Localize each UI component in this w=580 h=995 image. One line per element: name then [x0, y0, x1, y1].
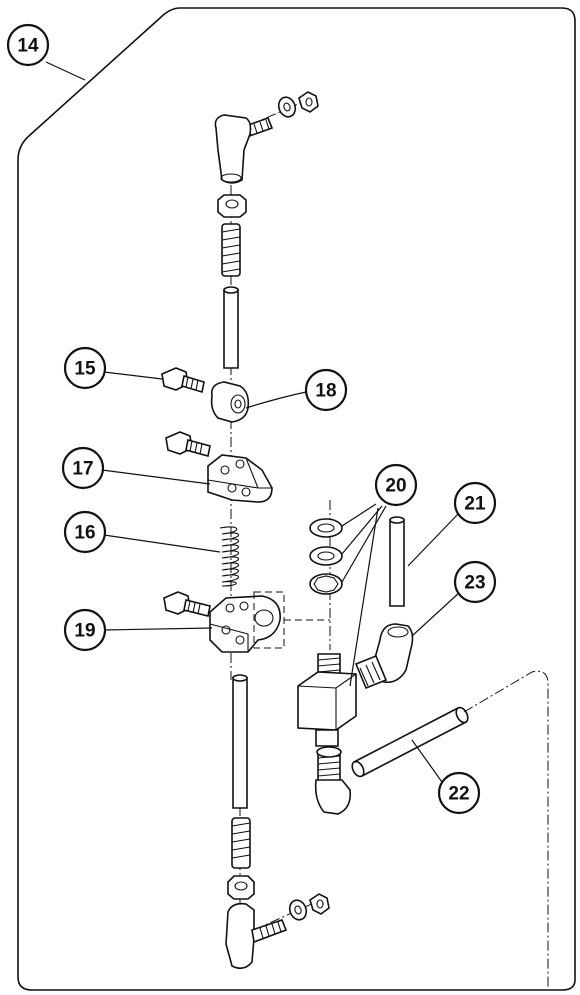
svg-text:16: 16 [74, 523, 95, 544]
leader-15 [103, 371, 163, 380]
bottom-rod-end-assembly [225, 893, 330, 970]
upper-nut [217, 194, 247, 218]
callout-21: 21 [453, 481, 497, 525]
tube-22 [351, 706, 469, 778]
leader-21 [407, 511, 461, 567]
callout-22: 22 [437, 771, 481, 815]
diagram-frame [17, 7, 576, 991]
spring-16 [219, 526, 240, 587]
svg-text:15: 15 [74, 359, 96, 380]
leader-20a [341, 503, 377, 527]
callout-20: 20 [374, 463, 418, 507]
svg-text:14: 14 [17, 36, 39, 57]
svg-text:17: 17 [72, 459, 93, 480]
svg-text:19: 19 [74, 621, 95, 642]
callout-14: 14 [6, 23, 50, 67]
upper-bracket-17 [165, 431, 273, 503]
leader-22 [411, 739, 443, 783]
callout-18: 18 [304, 368, 348, 412]
svg-text:20: 20 [385, 476, 406, 497]
collar-18 [210, 381, 250, 423]
leader-17 [101, 469, 211, 485]
lower-nut [227, 875, 255, 900]
fitting-block [297, 653, 357, 747]
svg-text:21: 21 [464, 494, 486, 515]
leader-19 [103, 627, 213, 631]
leader-18 [245, 391, 307, 409]
lower-elbow-fitting [314, 746, 352, 815]
callout-23: 23 [453, 560, 497, 604]
top-rod-end-assembly [214, 91, 319, 184]
screw-15 [161, 367, 205, 394]
svg-text:23: 23 [464, 573, 485, 594]
lower-rod [232, 674, 248, 809]
svg-text:18: 18 [315, 381, 336, 402]
leader-20b [341, 505, 383, 555]
lower-bracket-19 [163, 591, 281, 653]
callout-17: 17 [61, 446, 105, 490]
leader-20d [349, 507, 379, 687]
leader-16 [103, 534, 221, 553]
callout-15: 15 [63, 346, 107, 390]
upper-rod [223, 286, 239, 369]
callout-19: 19 [63, 608, 107, 652]
elbow-23 [354, 623, 414, 690]
tube-route-line [463, 670, 549, 990]
lower-threaded-rod [231, 817, 251, 869]
leader-23 [411, 591, 461, 637]
washers-20 [309, 518, 343, 595]
leader-14 [45, 61, 86, 81]
upper-threaded-rod [221, 223, 241, 277]
svg-text:22: 22 [448, 784, 469, 805]
leader-20c [341, 505, 387, 583]
callout-16: 16 [63, 510, 107, 554]
tube-21 [389, 516, 405, 607]
